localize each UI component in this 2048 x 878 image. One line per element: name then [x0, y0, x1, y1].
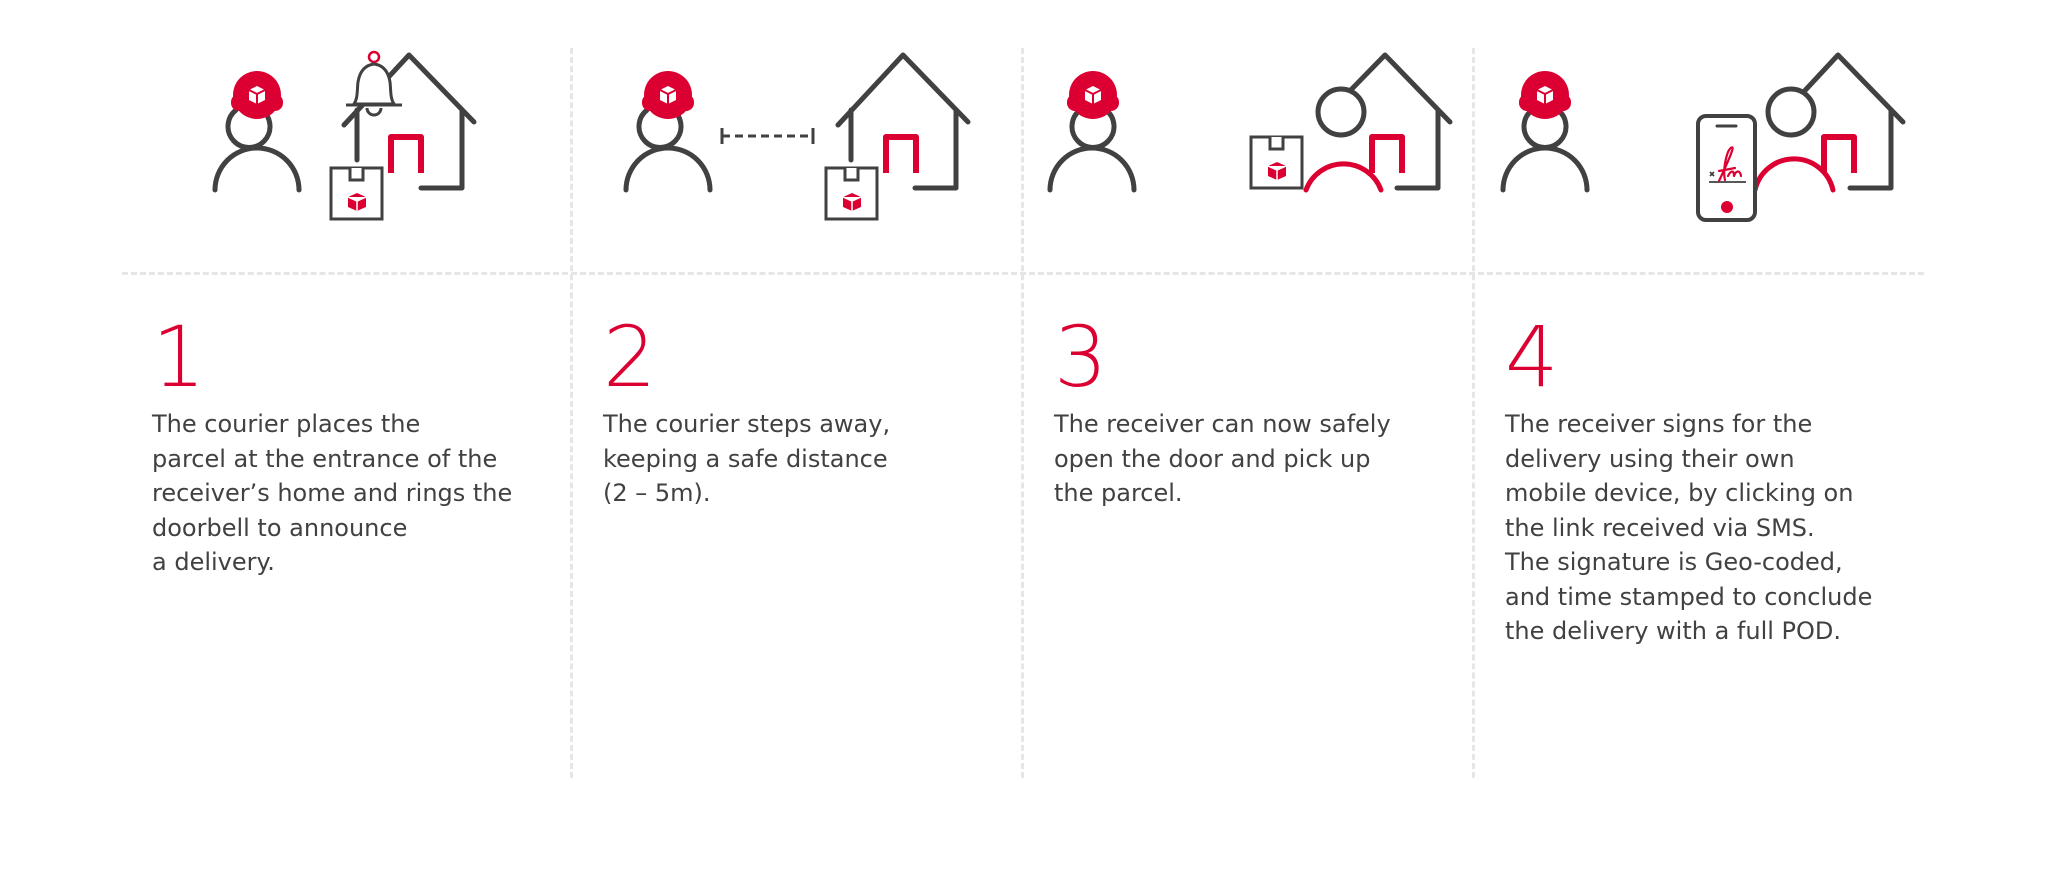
step-1-illustration — [124, 40, 576, 240]
step-4-line-6: and time stamped to conclude — [1505, 582, 1873, 611]
step-3-line-3: the parcel. — [1054, 479, 1183, 507]
step-4-line-4: the link received via SMS. — [1505, 513, 1815, 542]
step-4-line-5: The signature is Geo-coded, — [1505, 548, 1843, 576]
step-2-illustration — [575, 40, 1027, 240]
distance-icon — [720, 128, 815, 144]
parcel-icon — [824, 166, 879, 221]
mobile-signature-icon — [1696, 114, 1757, 222]
courier-icon — [1047, 71, 1137, 193]
divider-vertical-2 — [1021, 48, 1024, 778]
receiver-icon — [1752, 86, 1836, 193]
step-1-line-2: parcel at the entrance of the — [152, 444, 498, 473]
parcel-icon — [1249, 135, 1304, 190]
step-1-description: The courier places the parcel at the ent… — [152, 407, 552, 580]
step-1-line-1: The courier places the — [152, 410, 421, 438]
step-1-number: 1 — [152, 308, 206, 406]
step-2-description: The courier steps away, keeping a safe d… — [603, 407, 1003, 511]
step-2-line-2: keeping a safe distance — [603, 444, 888, 473]
courier-icon — [623, 71, 713, 193]
courier-icon — [212, 71, 302, 193]
step-4-line-7: the delivery with a full POD. — [1505, 617, 1841, 645]
step-2: 2 The courier steps away, keeping a safe… — [575, 0, 1027, 878]
step-1-line-3: receiver’s home and rings the — [152, 479, 513, 507]
house-icon — [1340, 52, 1453, 191]
step-3-number: 3 — [1054, 308, 1108, 406]
step-4: 4 The receiver signs for the delivery us… — [1477, 0, 1929, 878]
step-1: 1 The courier places the parcel at the e… — [124, 0, 576, 878]
divider-horizontal — [122, 272, 1924, 275]
parcel-icon — [329, 166, 384, 221]
step-4-line-3: mobile device, by clicking on — [1505, 479, 1854, 507]
house-icon — [835, 52, 971, 191]
step-2-line-3: (2 – 5m). — [603, 479, 711, 507]
divider-vertical-1 — [570, 48, 573, 778]
step-2-line-1: The courier steps away, — [603, 410, 891, 438]
step-1-line-4: doorbell to announce — [152, 513, 408, 542]
step-4-description: The receiver signs for the delivery usin… — [1505, 407, 1905, 649]
bell-icon — [346, 50, 402, 117]
step-3-line-2: open the door and pick up — [1054, 444, 1371, 473]
divider-vertical-3 — [1472, 48, 1475, 778]
receiver-icon — [1303, 86, 1384, 193]
step-4-illustration — [1477, 40, 1929, 240]
step-2-number: 2 — [603, 308, 657, 406]
step-3-description: The receiver can now safely open the doo… — [1054, 407, 1454, 511]
step-4-line-2: delivery using their own — [1505, 444, 1795, 473]
step-3: 3 The receiver can now safely open the d… — [1026, 0, 1478, 878]
step-4-number: 4 — [1505, 308, 1559, 406]
courier-icon — [1500, 71, 1590, 193]
step-3-line-1: The receiver can now safely — [1054, 410, 1391, 438]
step-3-illustration — [1026, 40, 1478, 240]
step-1-line-5: a delivery. — [152, 548, 275, 576]
house-icon — [1795, 52, 1906, 191]
step-4-line-1: The receiver signs for the — [1505, 410, 1813, 438]
